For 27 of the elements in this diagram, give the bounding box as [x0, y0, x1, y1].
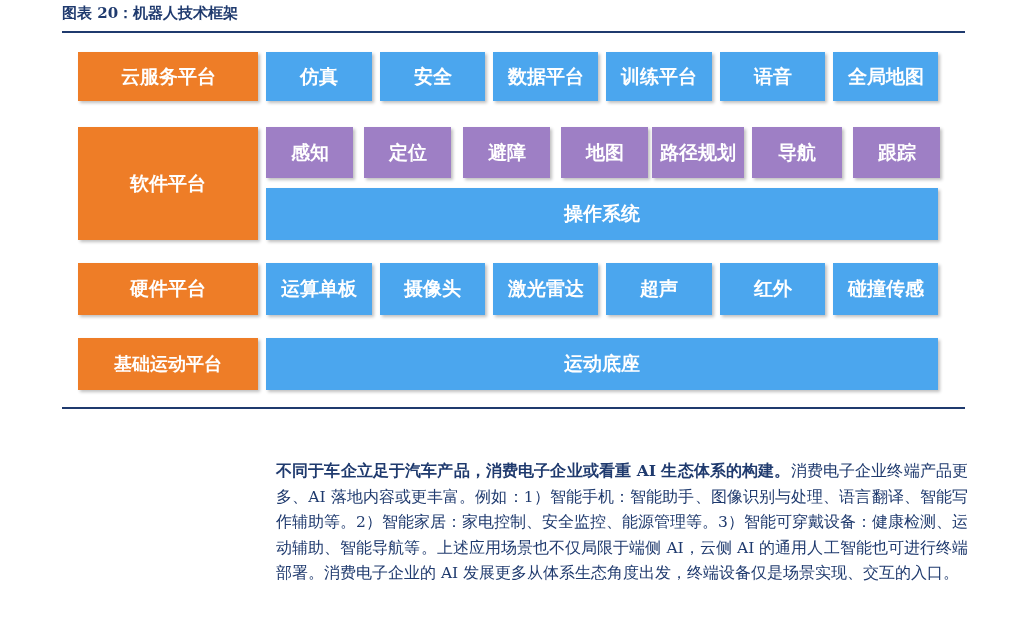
- platform-label-box: 软件平台: [78, 127, 258, 240]
- component-box: 语音: [720, 52, 825, 101]
- component-box: 地图: [561, 127, 648, 178]
- component-box: 安全: [380, 52, 485, 101]
- component-box: 运动底座: [266, 338, 938, 390]
- component-box: 激光雷达: [493, 263, 598, 315]
- component-box: 跟踪: [853, 127, 940, 178]
- component-box: 路径规划: [652, 127, 744, 178]
- component-box: 红外: [720, 263, 825, 315]
- component-box: 碰撞传感: [833, 263, 938, 315]
- component-box: 避障: [463, 127, 550, 178]
- component-box: 训练平台: [606, 52, 712, 101]
- component-box: 全局地图: [833, 52, 938, 101]
- component-box: 超声: [606, 263, 712, 315]
- component-box: 导航: [752, 127, 842, 178]
- component-box: 运算单板: [266, 263, 372, 315]
- component-box: 定位: [364, 127, 451, 178]
- component-box: 仿真: [266, 52, 372, 101]
- platform-label-box: 云服务平台: [78, 52, 258, 101]
- figure-title: 图表 20：机器人技术框架: [62, 4, 239, 23]
- platform-label-box: 硬件平台: [78, 263, 258, 315]
- component-box: 数据平台: [493, 52, 598, 101]
- component-box: 摄像头: [380, 263, 485, 315]
- component-box: 操作系统: [266, 188, 938, 240]
- platform-label-box: 基础运动平台: [78, 338, 258, 390]
- body-paragraph: 不同于车企立足于汽车产品，消费电子企业或看重 AI 生态体系的构建。消费电子企业终端产品更多、AI 落地内容或更丰富。例如：1）智能手机：智能助手、图像识别与处理、语言翻译、智能写作辅助等。2）智能家居：家电控制、安全监控、能源管理等。3）智能可穿戴设备：健康检测、运动辅助、智能导航等。上述应用场景也不仅局限于端侧 AI，云侧 AI 的通用人工智能也可进行终端部署。消费电子企业的 AI 发展更多从体系生态角度出发，终端设备仅是场景实现、交互的入口。: [276, 460, 968, 585]
- component-box: 感知: [266, 127, 353, 178]
